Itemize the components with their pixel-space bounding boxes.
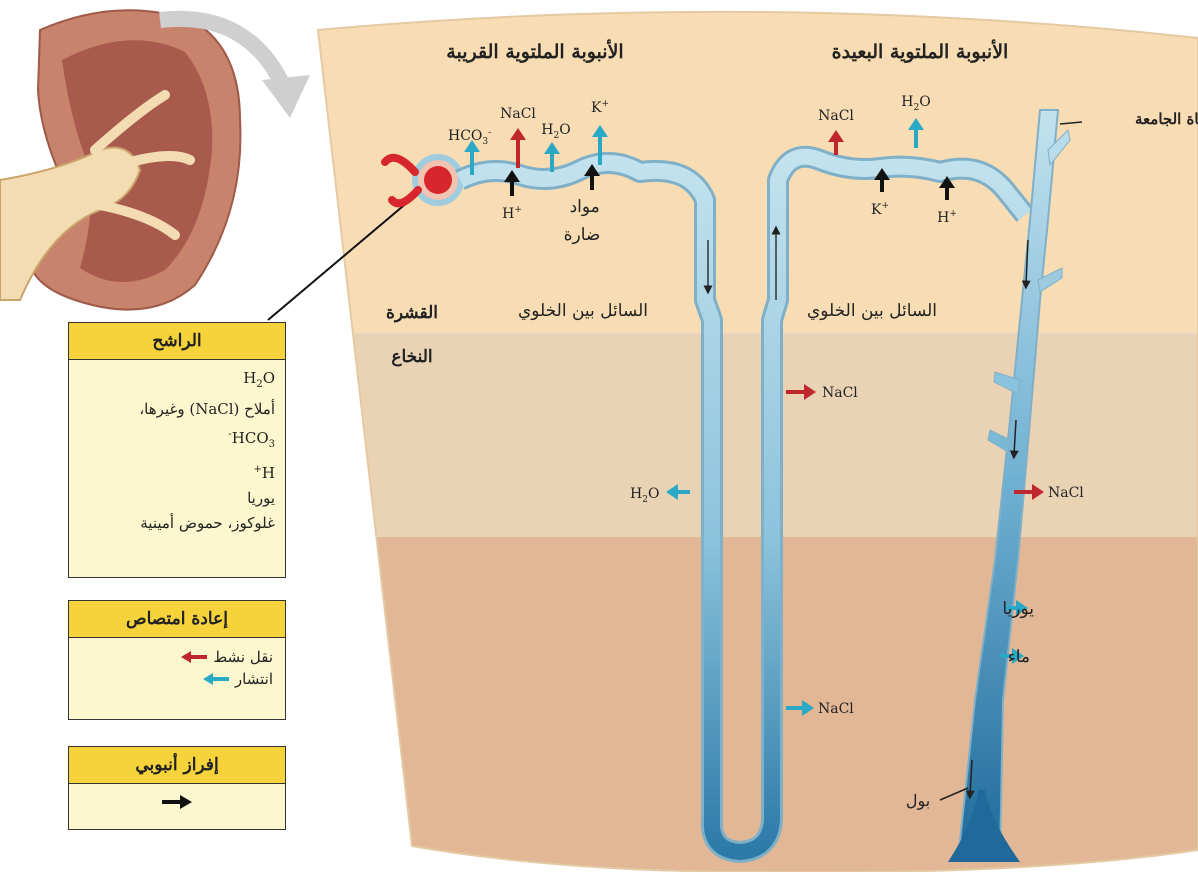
duct-water-label: ماء — [1008, 647, 1030, 667]
proximal-tubule-heading: الأنبوبة الملتوية القريبة — [446, 39, 623, 63]
kidney-illustration — [0, 10, 240, 309]
filtrate-box: الراشح H2O أملاح (NaCl) وغيرها، HCO3- H+… — [68, 322, 286, 578]
collecting-duct-label: القناة الجامعة — [1135, 110, 1198, 128]
duct-nacl-label: NaCl — [1048, 485, 1084, 501]
diffusion-arrow-icon — [203, 673, 229, 685]
duct-urea-label: يوريا — [1002, 599, 1034, 619]
proximal-nacl-label: NaCl — [500, 106, 536, 122]
filtrate-item-urea: يوريا — [79, 486, 275, 511]
active-transport-key: نقل نشط — [81, 646, 273, 668]
distal-tubule-heading: الأنبوبة الملتوية البعيدة — [832, 39, 1009, 63]
cortex-label: القشرة — [386, 303, 438, 323]
diffusion-key: انتشار — [81, 668, 273, 690]
secretion-arrow-icon — [162, 795, 192, 809]
interstitial-fluid-right-label: السائل بين الخلوي — [807, 301, 937, 321]
loop-nacl-lower-label: NaCl — [818, 701, 854, 717]
reabsorption-box: إعادة امتصاص نقل نشط انتشار — [68, 600, 286, 720]
filtrate-box-title: الراشح — [69, 323, 285, 360]
filtrate-list: H2O أملاح (NaCl) وغيرها، HCO3- H+ يوريا … — [69, 360, 285, 540]
diffusion-label: انتشار — [235, 668, 273, 690]
active-transport-label: نقل نشط — [213, 646, 273, 668]
urine-label: بول — [906, 791, 930, 810]
reabsorption-box-title: إعادة امتصاص — [69, 601, 285, 638]
secretion-box: إفراز أنبوبي — [68, 746, 286, 830]
inner-medulla-region — [300, 537, 1198, 872]
filtrate-item-h2o: H2O — [79, 366, 275, 397]
interstitial-fluid-left-label: السائل بين الخلوي — [518, 301, 648, 321]
filtrate-item-glucose: غلوكوز، حموض أمينية — [79, 511, 275, 536]
active-transport-arrow-icon — [181, 651, 207, 663]
medulla-label: النخاع — [391, 347, 432, 367]
loop-nacl-upper-label: NaCl — [822, 385, 858, 401]
secretion-box-title: إفراز أنبوبي — [69, 747, 285, 784]
distal-nacl-label: NaCl — [818, 108, 854, 124]
filtrate-item-h: H+ — [79, 457, 275, 486]
outer-medulla-region — [300, 332, 1198, 537]
filtrate-item-hco3: HCO3- — [79, 422, 275, 457]
filtrate-item-salts: أملاح (NaCl) وغيرها، — [79, 397, 275, 422]
